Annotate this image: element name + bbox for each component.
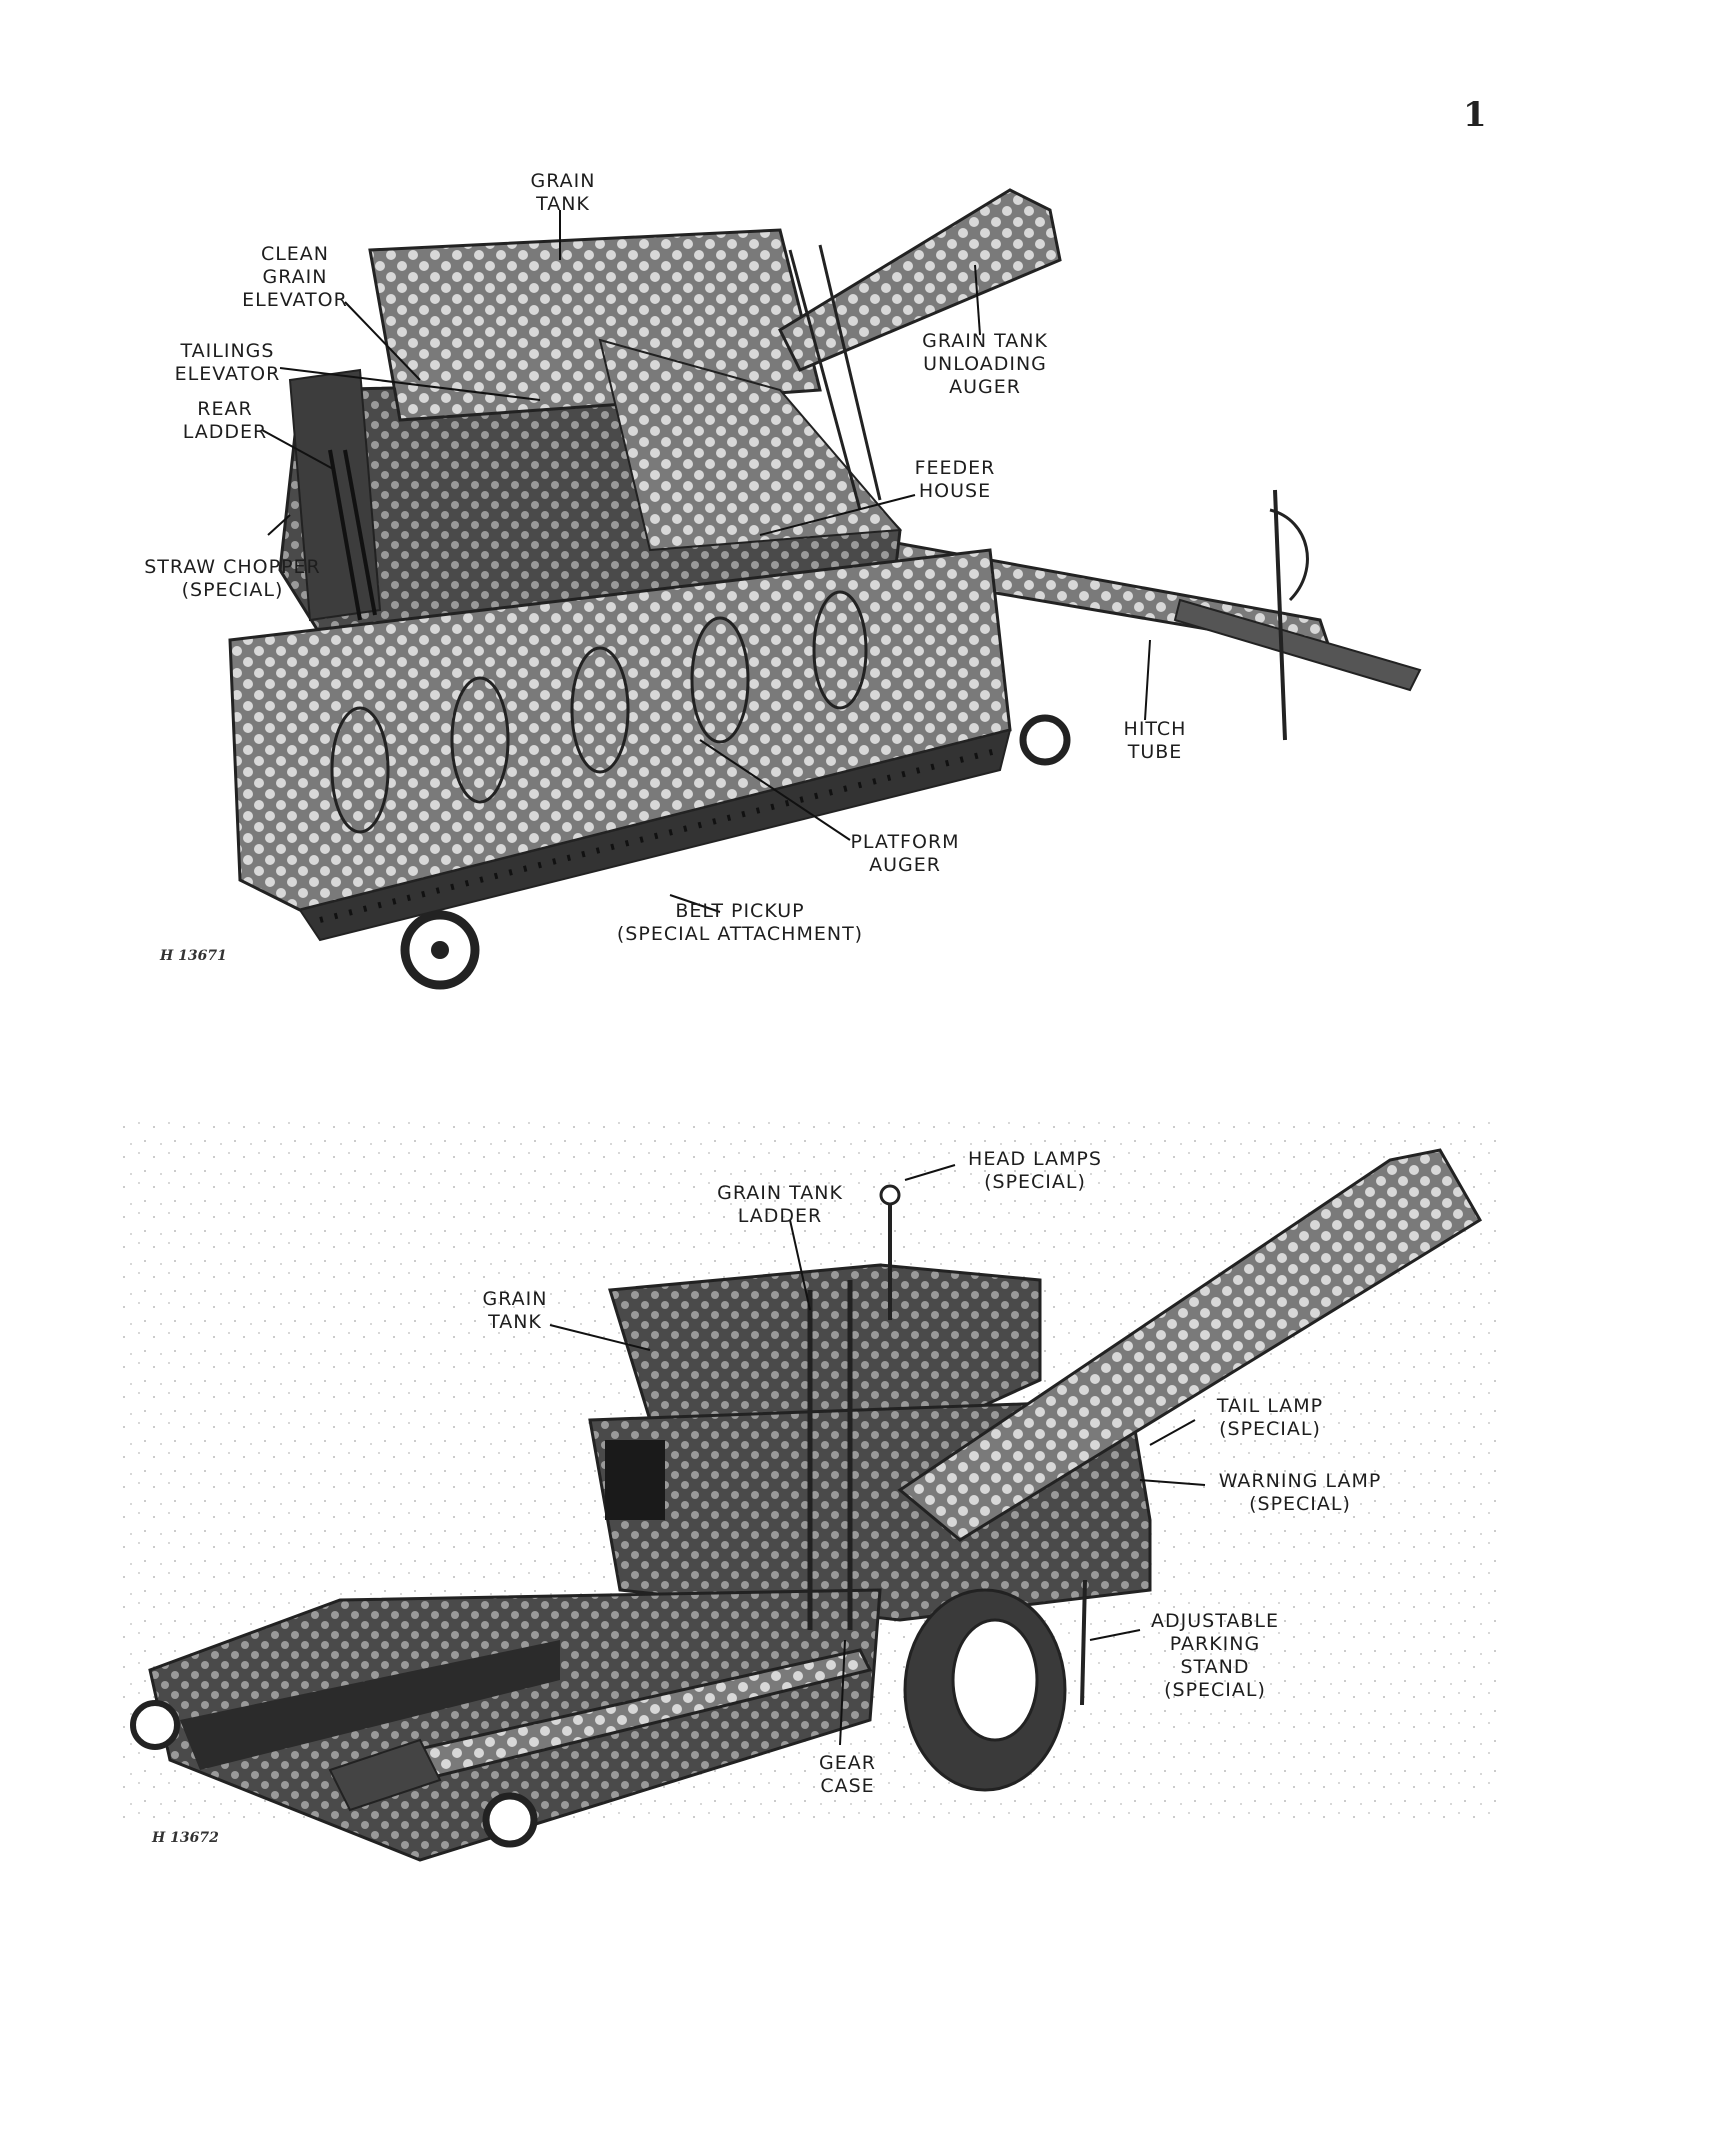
figure-code: H 13672 bbox=[152, 1830, 219, 1846]
figure-code: H 13671 bbox=[160, 948, 227, 964]
label-platform-auger: PLATFORM AUGER bbox=[850, 831, 960, 876]
label-feeder-house: FEEDER HOUSE bbox=[914, 457, 996, 502]
label-belt-pickup: BELT PICKUP (SPECIAL ATTACHMENT) bbox=[616, 900, 864, 945]
label-straw-chopper: STRAW CHOPPER (SPECIAL) bbox=[144, 556, 321, 601]
label-rear-ladder: REAR LADDER bbox=[182, 398, 268, 443]
label-tailings-elevator: TAILINGS ELEVATOR bbox=[174, 340, 281, 385]
label-gear-case: GEAR CASE bbox=[819, 1752, 876, 1797]
page-number: 1 bbox=[1463, 95, 1487, 135]
label-grain-tank-unloading-auger: GRAIN TANK UNLOADING AUGER bbox=[922, 330, 1048, 398]
label-grain-tank-ladder: GRAIN TANK LADDER bbox=[717, 1182, 843, 1227]
label-clean-grain-elevator: CLEAN GRAIN ELEVATOR bbox=[242, 243, 348, 311]
figure-pull-type-combine-rear: HEAD LAMPS (SPECIAL) GRAIN TANK LADDER G… bbox=[0, 1120, 1728, 1890]
label-head-lamps: HEAD LAMPS (SPECIAL) bbox=[968, 1148, 1102, 1193]
combine-front-illustration bbox=[228, 188, 1422, 990]
label-grain-tank: GRAIN TANK bbox=[482, 1288, 548, 1333]
label-adjustable-parking-stand: ADJUSTABLE PARKING STAND (SPECIAL) bbox=[1151, 1610, 1279, 1701]
label-hitch-tube: HITCH TUBE bbox=[1123, 718, 1187, 763]
combine-rear-illustration bbox=[120, 1120, 1500, 1862]
label-tail-lamp: TAIL LAMP (SPECIAL) bbox=[1216, 1395, 1324, 1440]
figure-pull-type-combine-front: GRAIN TANK CLEAN GRAIN ELEVATOR TAILINGS… bbox=[0, 150, 1728, 1010]
label-warning-lamp: WARNING LAMP (SPECIAL) bbox=[1218, 1470, 1382, 1515]
label-grain-tank: GRAIN TANK bbox=[530, 170, 596, 215]
